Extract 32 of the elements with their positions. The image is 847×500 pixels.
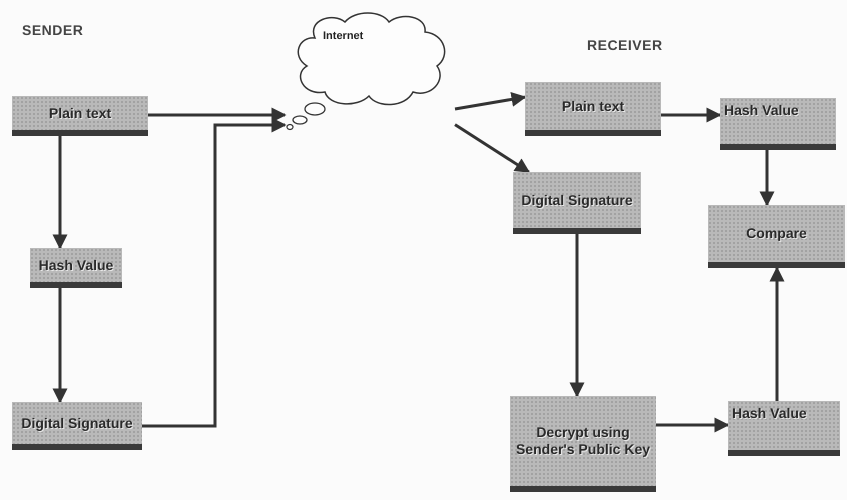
box-label: Hash Value: [724, 102, 799, 119]
section-heading: RECEIVER: [587, 37, 663, 53]
box-label: Plain text: [562, 98, 624, 114]
box-label: Hash Value: [38, 256, 114, 274]
box-label: Decrypt using Sender's Public Key: [514, 424, 652, 458]
arrow: [656, 418, 730, 432]
process-box: [12, 96, 148, 136]
arrow: [142, 118, 286, 428]
arrow: [770, 266, 784, 401]
box-label: Digital Signature: [521, 192, 633, 208]
process-box: [12, 402, 142, 450]
arrow: [454, 123, 530, 174]
box-label: Digital Signature: [21, 414, 133, 432]
process-box: [525, 82, 661, 136]
arrow: [52, 288, 68, 404]
arrow: [148, 108, 286, 122]
box-label: Hash Value: [732, 405, 807, 422]
box-label: Plain text: [48, 104, 112, 122]
process-box: [708, 205, 845, 268]
process-box: [720, 98, 836, 150]
arrow: [570, 234, 584, 398]
box-label: Compare: [746, 225, 807, 242]
arrow: [454, 92, 526, 110]
process-box: [30, 248, 122, 288]
process-box: [728, 401, 840, 456]
cloud-label: Internet: [323, 30, 364, 42]
process-box: [510, 396, 656, 492]
arrow: [52, 136, 68, 250]
arrow: [661, 108, 722, 122]
arrow: [760, 150, 774, 206]
section-heading: SENDER: [22, 22, 84, 38]
process-box: [513, 172, 641, 234]
